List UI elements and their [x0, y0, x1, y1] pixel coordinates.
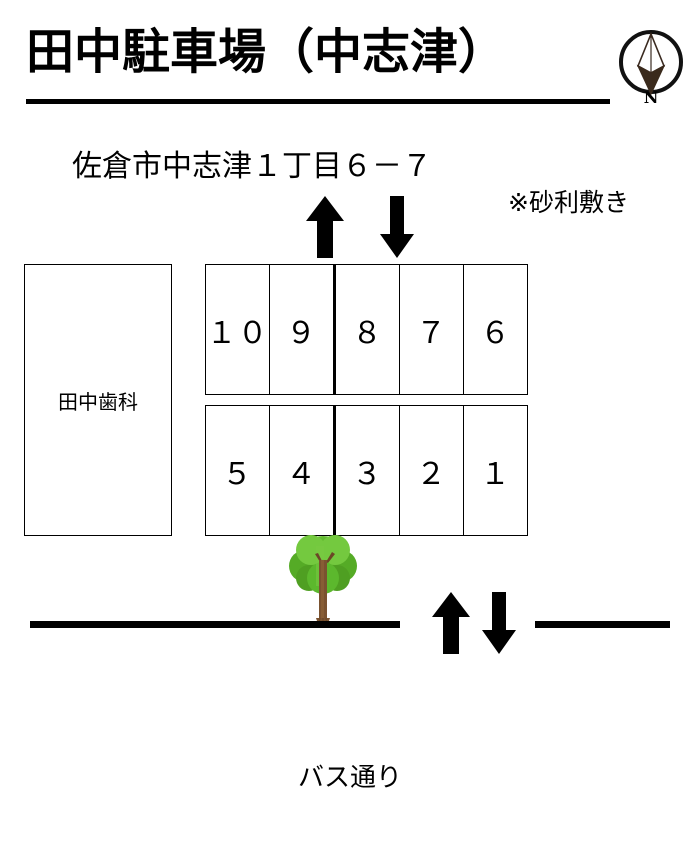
compass-north-icon — [618, 26, 684, 106]
address-text: 佐倉市中志津１丁目６－７ — [72, 149, 432, 184]
building-dental-clinic-label: 田中歯科 — [58, 390, 138, 414]
parking-stall-3[interactable]: ３ — [336, 406, 400, 535]
parking-stall-4[interactable]: ４ — [270, 406, 336, 535]
arrow-down-icon — [380, 196, 414, 258]
building-dental-clinic — [24, 264, 172, 536]
parking-stall-2[interactable]: ２ — [400, 406, 464, 535]
road-line-right — [535, 621, 670, 628]
parking-stall-number: １０ — [206, 315, 269, 351]
tree-icon — [287, 528, 359, 628]
parking-stall-10[interactable]: １０ — [206, 265, 270, 394]
parking-stall-number: ５ — [222, 456, 253, 492]
compass-label-north: N — [643, 88, 659, 107]
street-label: バス通り — [297, 763, 402, 793]
arrow-down-icon — [482, 592, 516, 654]
road-line-left — [30, 621, 400, 628]
parking-stall-number: ９ — [286, 315, 317, 351]
parking-stall-number: ２ — [416, 456, 447, 492]
parking-stall-number: ７ — [416, 315, 447, 351]
page-title: 田中駐車場（中志津） — [26, 24, 507, 80]
title-underline — [26, 99, 610, 104]
parking-stall-9[interactable]: ９ — [270, 265, 336, 394]
parking-stall-number: ８ — [352, 315, 383, 351]
parking-stall-7[interactable]: ７ — [400, 265, 464, 394]
parking-stall-number: ３ — [352, 456, 383, 492]
parking-stall-5[interactable]: ５ — [206, 406, 270, 535]
surface-note-text: ※砂利敷き — [508, 188, 629, 217]
parking-stall-8[interactable]: ８ — [336, 265, 400, 394]
parking-stall-number: ４ — [286, 456, 317, 492]
parking-row-bottom: ５ ４ ３ ２ １ — [205, 405, 528, 536]
parking-stall-6[interactable]: ６ — [464, 265, 527, 394]
arrow-up-icon — [432, 592, 470, 654]
parking-stall-number: １ — [480, 456, 511, 492]
arrow-up-icon — [306, 196, 344, 258]
parking-row-top: １０ ９ ８ ７ ６ — [205, 264, 528, 395]
parking-stall-number: ６ — [480, 315, 511, 351]
parking-stall-1[interactable]: １ — [464, 406, 527, 535]
